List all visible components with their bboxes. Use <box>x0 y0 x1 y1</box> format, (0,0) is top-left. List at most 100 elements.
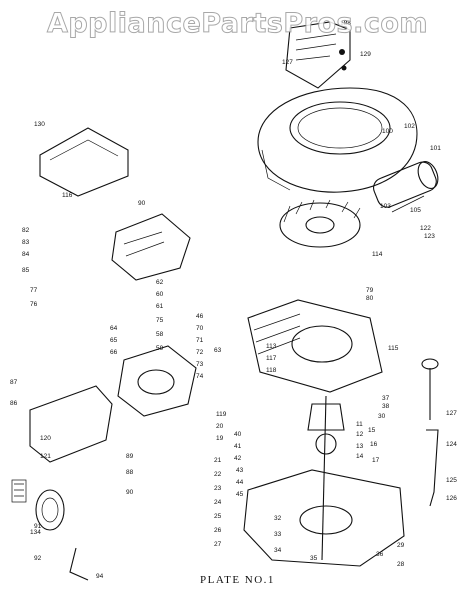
muffler <box>373 161 439 213</box>
flywheel <box>279 199 361 248</box>
part-number-label: 105 <box>410 207 421 214</box>
part-number-label: 114 <box>372 251 383 258</box>
part-number-label: 127 <box>446 410 457 417</box>
part-number-label: 117 <box>266 355 277 362</box>
part-number-label: 85 <box>22 267 30 274</box>
part-number-label: 120 <box>40 435 51 442</box>
part-number-label: 88 <box>126 469 134 476</box>
part-number-label: 77 <box>30 287 38 294</box>
part-number-label: 66 <box>110 349 118 356</box>
part-number-label: 44 <box>236 479 244 486</box>
part-number-label: 89 <box>126 453 134 460</box>
part-number-label: 18 <box>340 20 348 27</box>
part-number-label: 73 <box>196 361 204 368</box>
part-number-label: 126 <box>446 495 457 502</box>
part-number-label: 87 <box>10 379 18 386</box>
part-number-label: 28 <box>397 561 405 568</box>
cylinder-block <box>247 299 383 393</box>
part-number-label: 40 <box>234 431 242 438</box>
part-number-label: 43 <box>236 467 244 474</box>
part-number-label: 24 <box>214 499 222 506</box>
part-number-label: 128 <box>340 20 351 27</box>
part-number-label: 20 <box>216 423 224 430</box>
part-number-label: 90 <box>138 200 146 207</box>
part-number-label: 64 <box>110 325 118 332</box>
part-number-label: 11 <box>356 421 363 428</box>
part-number-label: 62 <box>156 279 164 286</box>
air-filter <box>11 479 65 531</box>
part-number-label: 92 <box>34 555 42 562</box>
part-number-label: 119 <box>216 411 227 418</box>
part-number-label: 32 <box>274 515 282 522</box>
part-number-label: 70 <box>196 325 204 332</box>
part-number-label: 12 <box>356 431 364 438</box>
part-number-label: 61 <box>156 303 164 310</box>
part-number-label: 19 <box>216 435 224 442</box>
part-number-label: 116 <box>62 192 73 199</box>
part-number-label: 91 <box>34 523 42 530</box>
part-number-label: 84 <box>22 251 30 258</box>
part-number-label: 46 <box>196 313 204 320</box>
part-number-label: 125 <box>446 477 457 484</box>
part-number-label: 129 <box>360 51 371 58</box>
part-number-label: 22 <box>214 471 222 478</box>
part-number-label: 94 <box>96 573 104 580</box>
part-number-label: 101 <box>430 145 441 152</box>
part-number-label: 27 <box>214 541 222 548</box>
part-number-label: 123 <box>424 233 435 240</box>
part-number-label: 23 <box>214 485 222 492</box>
part-number-label: 38 <box>382 403 390 410</box>
watermark: AppliancePartsPros.com <box>46 8 429 40</box>
part-number-label: 21 <box>214 457 222 464</box>
part-number-label: 33 <box>274 531 282 538</box>
dipstick <box>421 358 439 507</box>
part-number-label: 15 <box>368 427 376 434</box>
part-number-label: 42 <box>234 455 242 462</box>
part-number-label: 34 <box>274 547 282 554</box>
part-number-label: 122 <box>420 225 431 232</box>
part-number-label: 100 <box>382 128 393 135</box>
part-number-label: 124 <box>446 441 457 448</box>
part-number-label: 72 <box>196 349 204 356</box>
gasket-plate <box>39 127 129 197</box>
part-number-label: 103 <box>380 203 391 210</box>
carburetor <box>117 345 197 417</box>
part-number-label: 80 <box>366 295 374 302</box>
part-number-label: 29 <box>397 542 405 549</box>
part-number-label: 75 <box>156 317 164 324</box>
part-number-label: 63 <box>214 347 222 354</box>
blower-housing <box>257 87 418 193</box>
part-number-label: 60 <box>156 291 164 298</box>
part-number-label: 74 <box>196 373 204 380</box>
part-number-label: 113 <box>266 343 277 350</box>
part-number-label: 13 <box>356 443 364 450</box>
crankshaft <box>307 395 345 561</box>
part-number-label: 45 <box>236 491 244 498</box>
part-number-label: 37 <box>382 395 390 402</box>
part-number-label: 71 <box>196 337 204 344</box>
part-number-label: 17 <box>372 457 380 464</box>
part-number-label: 58 <box>156 331 164 338</box>
part-number-label: 83 <box>22 239 30 246</box>
part-number-label: 26 <box>214 527 222 534</box>
part-number-label: 86 <box>10 400 18 407</box>
part-number-label: 134 <box>30 529 41 536</box>
part-number-label: 115 <box>388 345 399 352</box>
part-number-label: 25 <box>214 513 222 520</box>
part-number-label: 76 <box>30 301 38 308</box>
part-number-label: 65 <box>110 337 118 344</box>
engine-base <box>243 469 405 567</box>
cylinder-head <box>111 213 191 281</box>
part-number-label: 41 <box>234 443 242 450</box>
part-number-label: 121 <box>40 453 51 460</box>
part-number-label: 82 <box>22 227 30 234</box>
part-number-label: 127 <box>282 59 293 66</box>
part-number-label: 36 <box>376 551 384 558</box>
part-number-label: 16 <box>370 441 378 448</box>
part-number-label: 90 <box>126 489 134 496</box>
air-cleaner-cover <box>285 21 351 89</box>
part-number-label: 130 <box>34 121 45 128</box>
part-number-label: 118 <box>266 367 277 374</box>
